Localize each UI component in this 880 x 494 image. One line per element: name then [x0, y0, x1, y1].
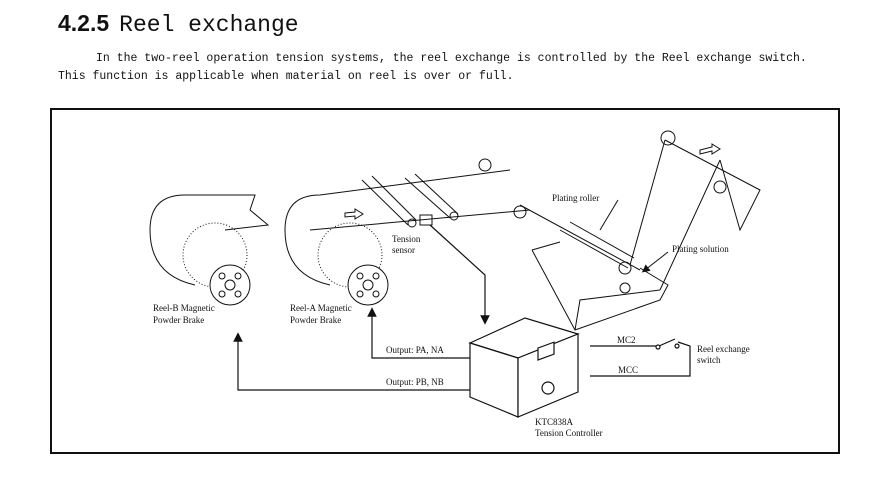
output-a-label: Output: PA, NA: [386, 345, 444, 355]
tension-sensor-label-1: Tension: [392, 234, 421, 244]
reel-b: [149, 194, 270, 306]
mcc-label: MCC: [618, 365, 638, 375]
plating-solution-label: Plating solution: [672, 244, 729, 254]
plating-section: [519, 130, 761, 331]
output-b-label: Output: PB, NB: [386, 377, 444, 387]
reel-a-label-1: Reel-A Magnetic: [290, 303, 352, 313]
tension-sensor-label-2: sensor: [392, 245, 415, 255]
plating-roller-label: Plating roller: [552, 193, 599, 203]
reel-b-label-1: Reel-B Magnetic: [153, 303, 215, 313]
switch-label-1: Reel exchange: [697, 344, 750, 354]
tension-controller: [468, 317, 580, 418]
diagram-frame: [50, 108, 840, 454]
section-number: 4.2.5: [58, 10, 110, 36]
section-title: Reel exchange: [119, 12, 299, 38]
mc2-label: MC2: [617, 335, 636, 345]
reel-b-label-2: Powder Brake: [153, 315, 204, 325]
paragraph-line-1: In the two-reel operation tension system…: [96, 52, 807, 65]
section-heading: 4.2.5 Reel exchange: [58, 10, 299, 38]
paragraph-line-2: This function is applicable when materia…: [58, 70, 514, 83]
controller-label-1: KTC838A: [535, 417, 574, 427]
tension-sensor-rollers: [361, 158, 527, 228]
wiring: [233, 224, 691, 391]
controller-label-2: Tension Controller: [535, 428, 603, 438]
switch-label-2: switch: [697, 355, 721, 365]
reel-a-label-2: Powder Brake: [290, 315, 341, 325]
description-paragraph: In the two-reel operation tension system…: [58, 50, 858, 86]
